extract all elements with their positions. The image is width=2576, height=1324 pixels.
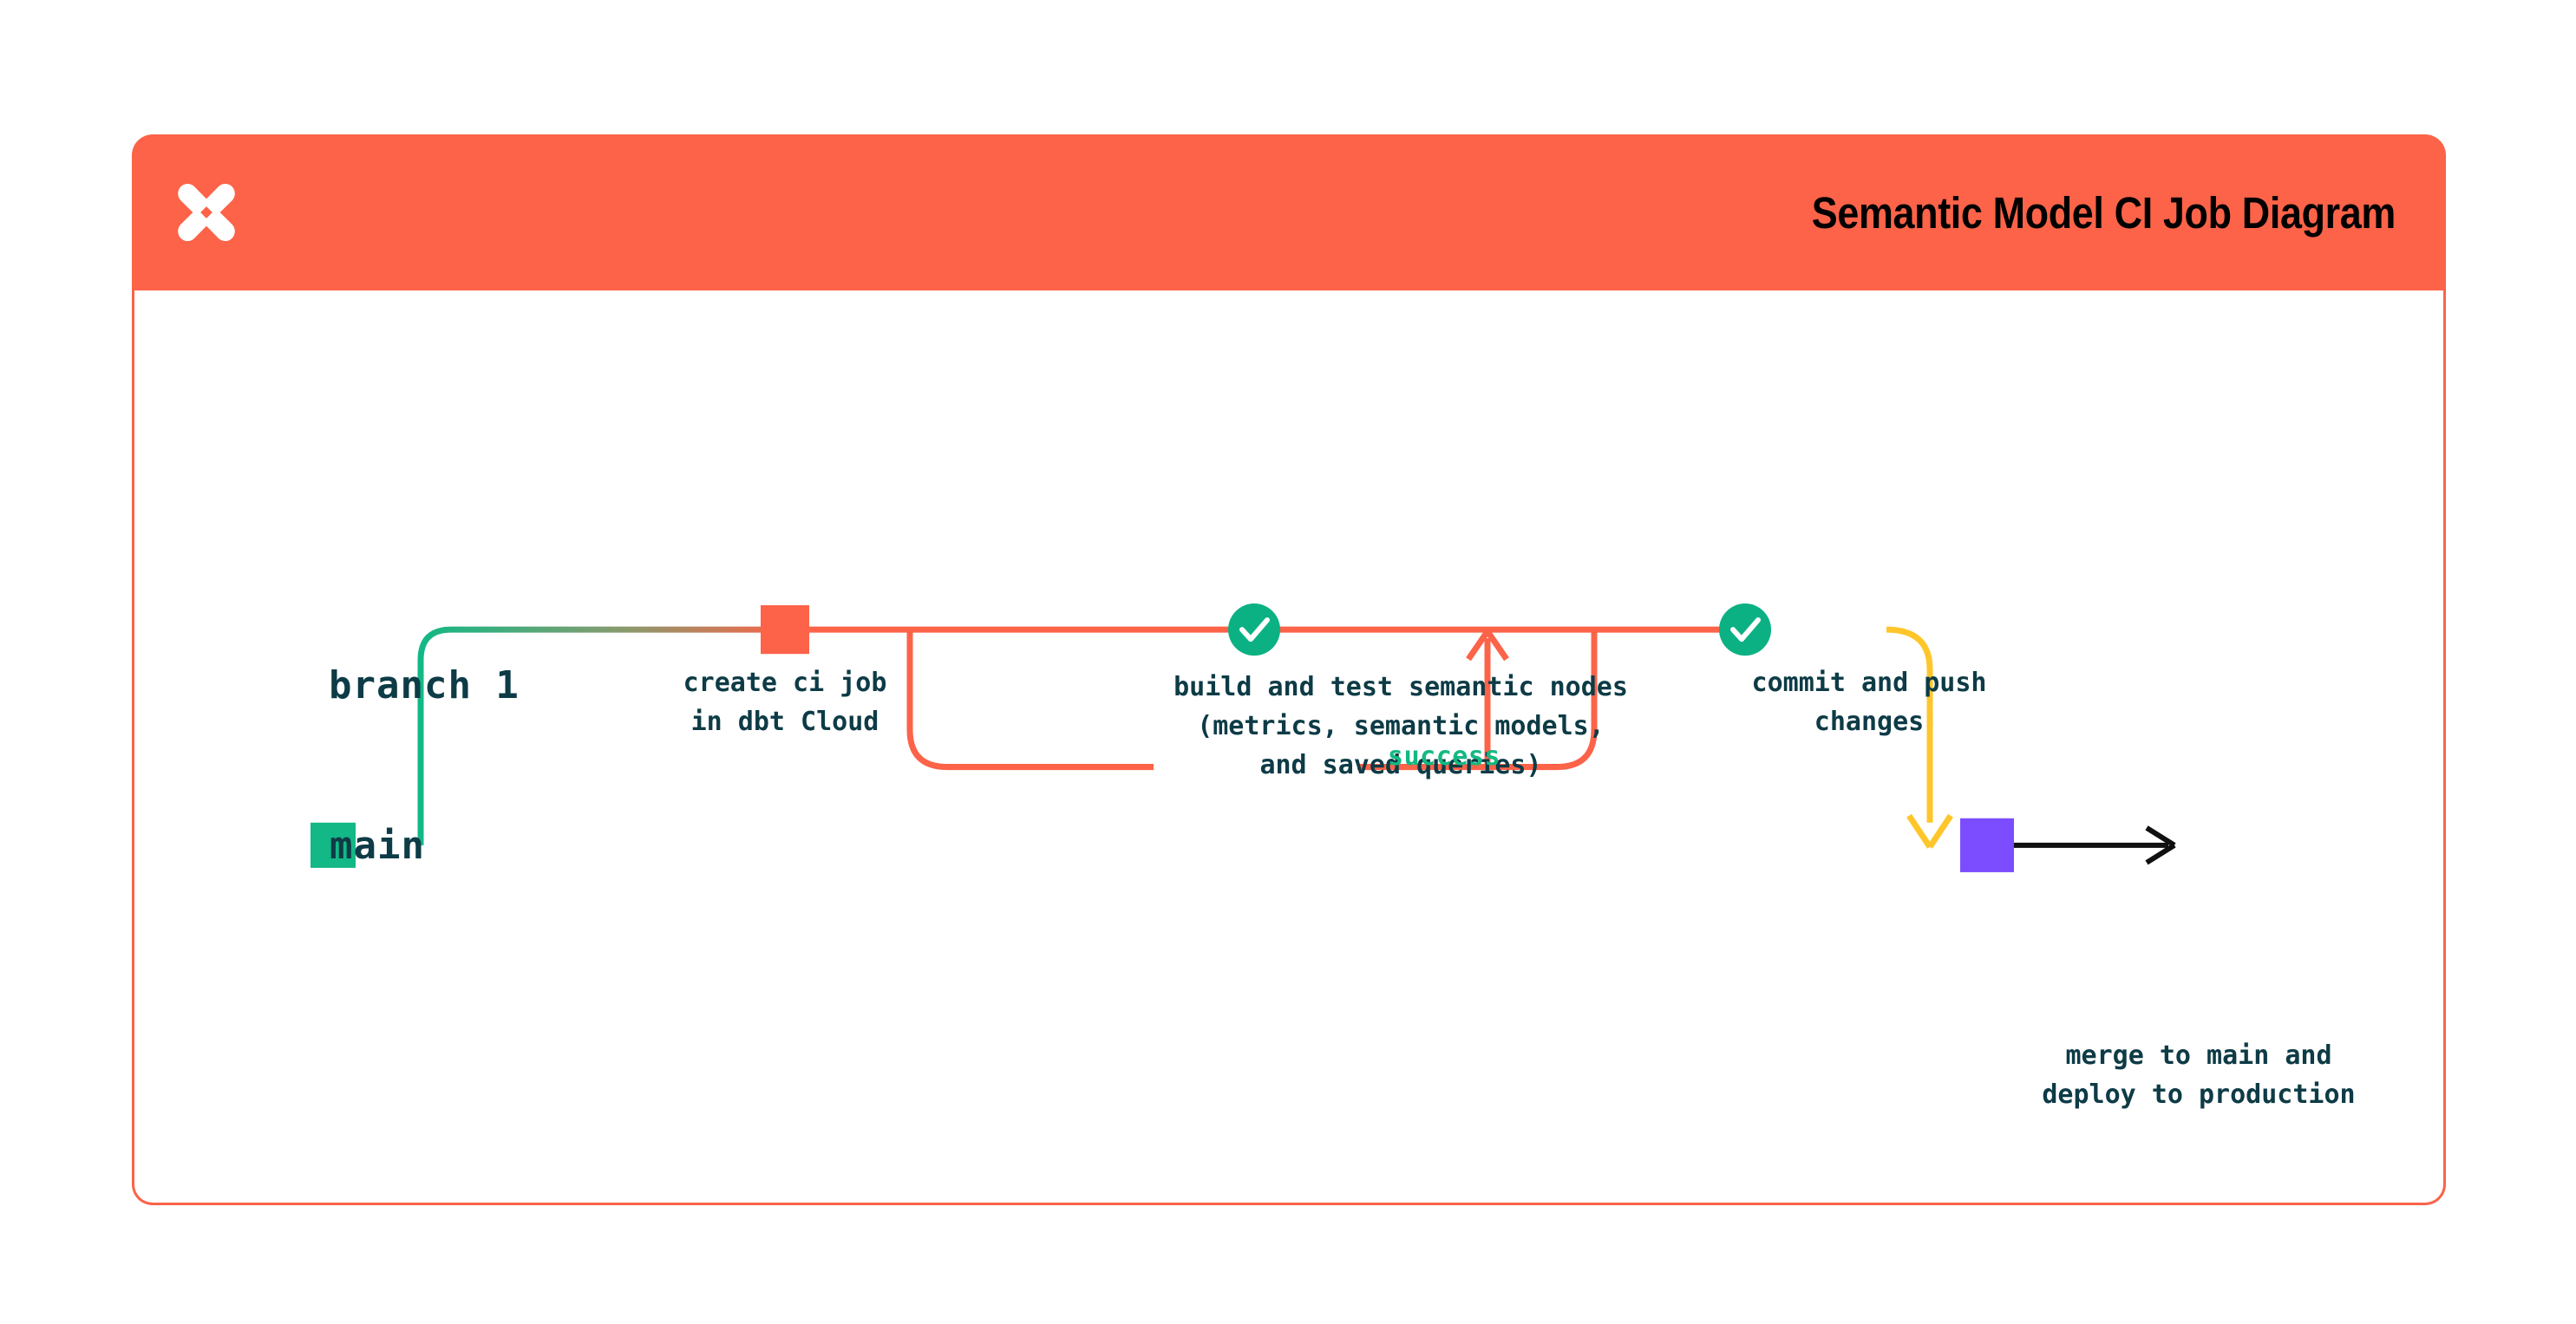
success-loop-label: success xyxy=(1388,741,1500,772)
node-caption-build-and-test: build and test semantic nodes (metrics, … xyxy=(1174,672,1628,780)
node-merge-to-main-marker[interactable] xyxy=(1960,818,2014,872)
diagram-canvas: branch 1 main create ci job in dbt Cloud… xyxy=(132,290,2446,1205)
dbt-logo-icon xyxy=(178,183,235,242)
node-commit-and-push-marker[interactable] xyxy=(1719,603,1771,656)
node-caption-commit-and-push: commit and push changes xyxy=(1751,668,1987,737)
branch-off-edge xyxy=(417,626,794,845)
merge-down-arrow xyxy=(1886,626,1953,849)
lane-label-branch1: branch 1 xyxy=(329,663,520,708)
node-caption-create-ci-job: create ci job in dbt Cloud xyxy=(683,668,887,737)
diagram-card: Semantic Model CI Job Diagram xyxy=(132,134,2446,1205)
node-create-ci-job-marker[interactable] xyxy=(761,605,809,655)
page-title: Semantic Model CI Job Diagram xyxy=(1811,187,2396,238)
main-continues-arrow xyxy=(2012,825,2176,865)
flow-diagram xyxy=(265,603,2176,872)
main-start-square[interactable] xyxy=(311,822,356,868)
success-loop-path xyxy=(906,631,1598,771)
node-caption-merge-to-main: merge to main and deploy to production xyxy=(2042,1040,2356,1110)
retry-up-arrow xyxy=(1466,629,1509,767)
card-header: Semantic Model CI Job Diagram xyxy=(132,134,2446,290)
lane-label-main: main xyxy=(330,824,425,868)
node-build-and-test-marker[interactable] xyxy=(1228,603,1280,656)
